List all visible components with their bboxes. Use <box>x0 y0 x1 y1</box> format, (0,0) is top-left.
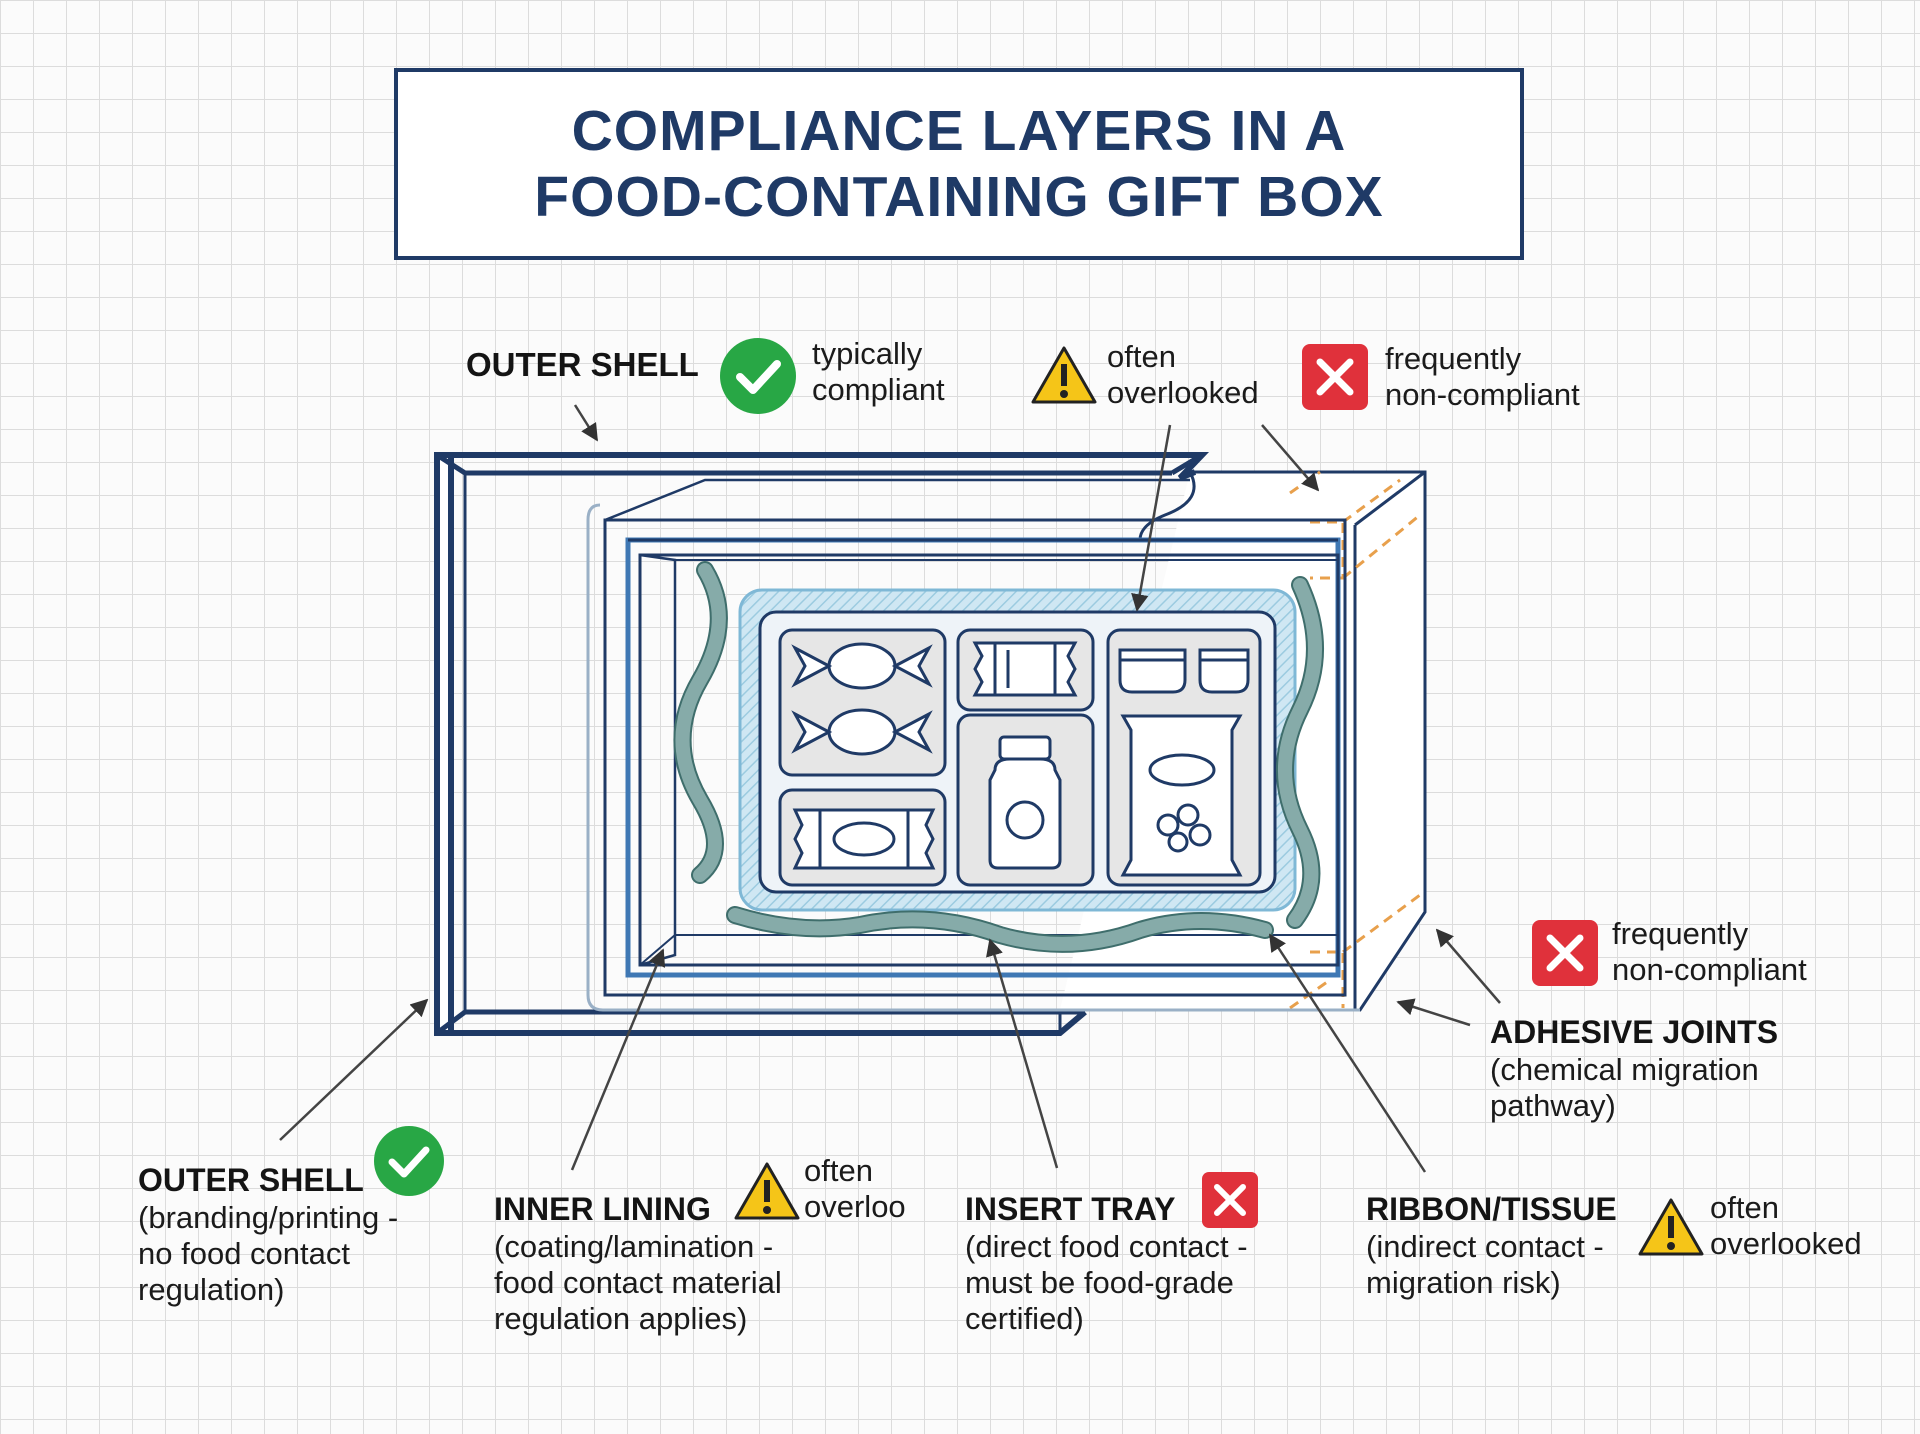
arrow-adhesive-top <box>1435 928 1501 1004</box>
food-items <box>791 641 1250 877</box>
inner-lining-status-text: often overloo <box>804 1153 906 1224</box>
outer-shell-description: (branding/printing - no food contact reg… <box>138 1200 399 1307</box>
check-icon <box>720 338 796 414</box>
legend-outer-shell-label: OUTER SHELL <box>466 346 699 383</box>
arrow-noncompliant-top <box>1261 424 1320 492</box>
cross-icon <box>1202 1172 1258 1228</box>
warning-icon <box>1031 346 1097 404</box>
arrow-outer-shell-bottom <box>279 998 429 1141</box>
arrow-insert-tray <box>986 938 1059 1169</box>
adhesive-joints-description: (chemical migration pathway) <box>1490 1052 1759 1123</box>
adhesive-joints-heading: ADHESIVE JOINTS <box>1490 1014 1779 1050</box>
legend-noncompliant-text: frequently non-compliant <box>1385 341 1580 412</box>
inner-lining-description: (coating/lamination - food contact mater… <box>494 1229 782 1336</box>
arrow-outer-shell-top <box>573 404 599 442</box>
ribbon-tissue <box>673 561 1324 953</box>
ribbon-tissue-description: (indirect contact - migration risk) <box>1366 1229 1604 1300</box>
arrow-inner-lining <box>570 948 666 1171</box>
cross-icon <box>1302 344 1368 410</box>
leader-arrows <box>279 404 1501 1173</box>
cross-icon <box>1532 920 1598 986</box>
ribbon-tissue-heading: RIBBON/TISSUE <box>1366 1191 1617 1227</box>
warning-icon <box>734 1162 800 1220</box>
arrow-ribbon <box>1268 933 1427 1173</box>
warning-icon <box>1638 1198 1704 1256</box>
check-icon <box>374 1126 444 1196</box>
adhesive-status-text: frequently non-compliant <box>1612 916 1807 987</box>
insert-tray-heading: INSERT TRAY <box>965 1191 1176 1227</box>
arrow-adhesive-bottom <box>1396 998 1471 1027</box>
inner-lining-heading: INNER LINING <box>494 1191 711 1227</box>
outer-shell-heading: OUTER SHELL <box>138 1162 364 1198</box>
legend-overlooked-text: often overlooked <box>1107 339 1259 410</box>
title-box: COMPLIANCE LAYERS IN A FOOD-CONTAINING G… <box>394 68 1524 260</box>
legend-compliant-text: typically compliant <box>812 336 945 407</box>
inner-lining <box>586 478 1360 1012</box>
outer-shell-sleeve <box>434 452 1210 1036</box>
arrow-often-overlooked-top <box>1131 424 1172 612</box>
insert-tray-description: (direct food contact - must be food-grad… <box>965 1229 1248 1336</box>
ribbon-tissue-status-text: often overlooked <box>1710 1190 1862 1261</box>
diagram-title: COMPLIANCE LAYERS IN A FOOD-CONTAINING G… <box>534 99 1384 229</box>
